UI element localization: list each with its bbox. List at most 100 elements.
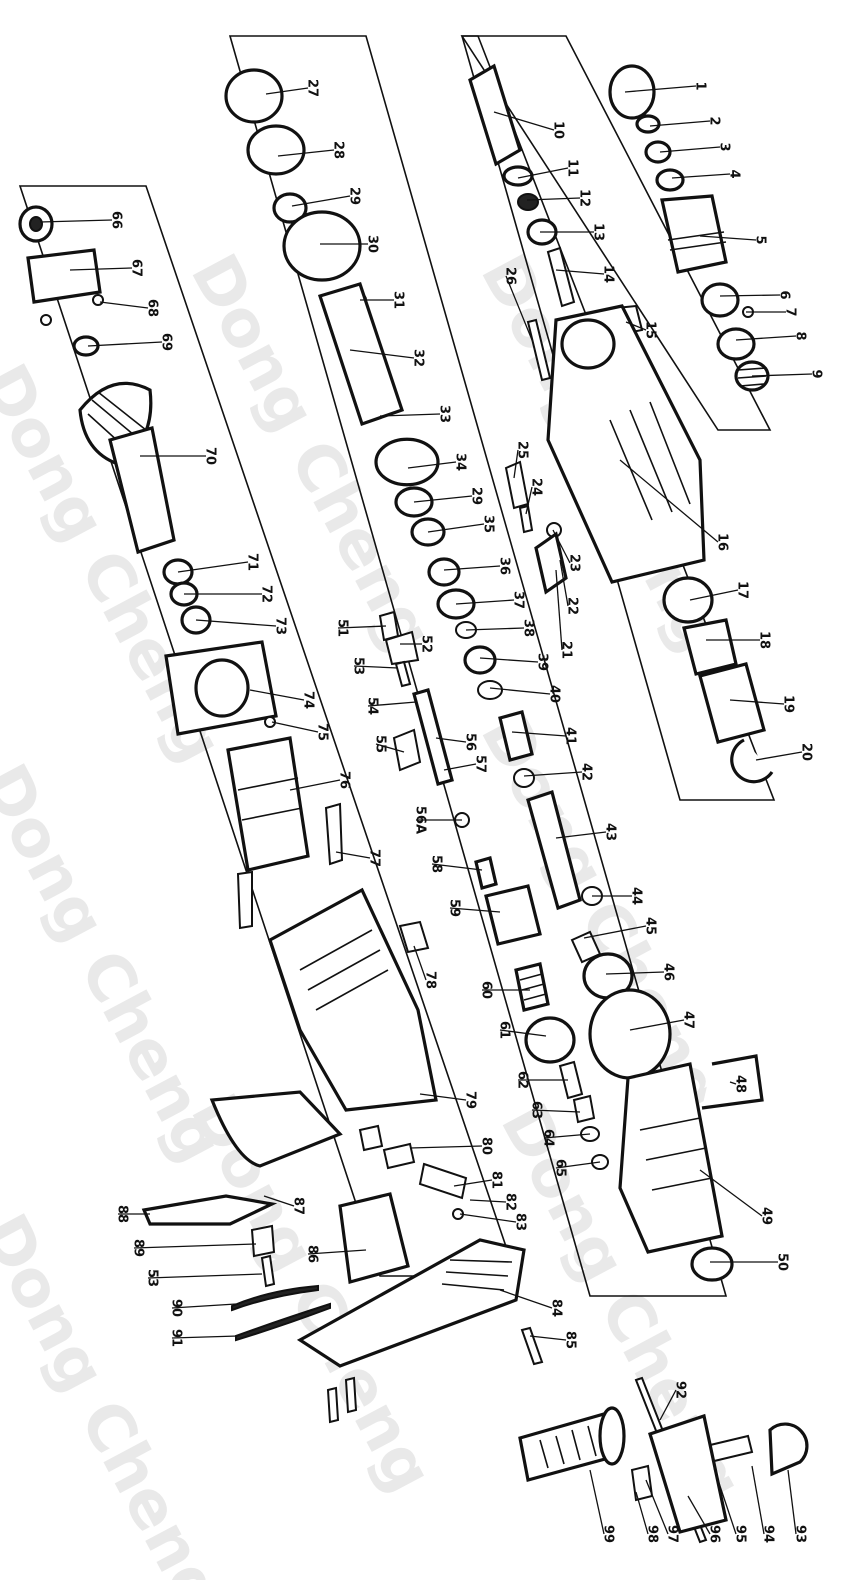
leader-line [353, 665, 399, 669]
part-number: 42 [579, 763, 594, 781]
callout-1: 1 [624, 81, 708, 93]
leader-line [517, 167, 569, 179]
part-number: 40 [547, 685, 562, 703]
leader-line [407, 461, 457, 469]
callout-87: 87 [263, 1195, 306, 1215]
leader-line [455, 599, 515, 605]
part-number: 8 [793, 331, 808, 340]
leader-line [99, 301, 149, 309]
part-number: 34 [453, 453, 468, 471]
leader-line [493, 111, 555, 131]
leader-line [459, 1213, 517, 1223]
part-switch [338, 1192, 410, 1285]
motor-parts [18, 205, 544, 1424]
callout-47: 47 [629, 1011, 696, 1031]
part-number: 89 [131, 1239, 146, 1257]
part-bracket [384, 630, 420, 666]
callout-44: 44 [592, 887, 644, 905]
part-ring [655, 168, 685, 192]
leader-line [337, 625, 387, 629]
callout-60: 60 [479, 981, 530, 999]
callout-51: 51 [335, 619, 387, 637]
part-handle-grip [209, 1090, 343, 1168]
leader-line [413, 495, 473, 503]
part-screw [344, 1376, 358, 1414]
part-number: 32 [411, 349, 426, 367]
callout-73: 73 [195, 617, 288, 635]
callout-37: 37 [455, 591, 526, 609]
part-shaft [412, 688, 454, 786]
callout-92: 92 [659, 1381, 688, 1421]
part-number: 19 [781, 695, 796, 713]
callout-43: 43 [555, 823, 618, 841]
part-number: 63 [529, 1101, 544, 1119]
leader-line [133, 1243, 257, 1249]
leader-line [659, 146, 721, 153]
leader-line [39, 219, 113, 223]
watermark: Dong Cheng [0, 1203, 237, 1580]
leader-line [289, 779, 341, 791]
callout-84: 84 [499, 1289, 564, 1317]
leader-line [511, 731, 567, 737]
part-sleeve-rib [667, 231, 727, 251]
part-number: 72 [259, 585, 274, 603]
callout-65: 65 [553, 1159, 601, 1177]
callout-25: 25 [513, 441, 530, 479]
aux-handle-parts [518, 1376, 809, 1544]
callout-99: 99 [589, 1469, 616, 1543]
leader-line [335, 851, 371, 859]
part-screw [260, 1254, 276, 1288]
part-spring [558, 1060, 584, 1100]
part-spring [518, 504, 534, 534]
leader-line [409, 1145, 483, 1149]
callout-78: 78 [413, 945, 438, 989]
part-number: 29 [469, 487, 484, 505]
part-number: 65 [553, 1159, 568, 1177]
callouts: 1234567891011121314151617181920212223242… [39, 79, 824, 1543]
part-clutch [572, 1094, 596, 1124]
part-number: 30 [365, 235, 380, 253]
callout-13: 13 [540, 223, 606, 241]
callout-36: 36 [443, 557, 512, 575]
part-number: 60 [479, 981, 494, 999]
callout-30: 30 [320, 235, 380, 253]
leader-line [499, 1029, 547, 1037]
callout-38: 38 [465, 619, 536, 637]
part-number: 10 [551, 121, 566, 139]
part-spring [246, 124, 306, 176]
callout-2: 2 [649, 116, 722, 127]
callout-33: 33 [379, 405, 452, 423]
callout-31: 31 [360, 291, 406, 309]
part-needle-bearing [682, 618, 738, 676]
leader-line [713, 1467, 737, 1535]
part-number: 35 [481, 515, 496, 533]
part-number: 64 [541, 1129, 556, 1147]
leader-line [729, 699, 785, 705]
callout-11: 11 [517, 159, 580, 179]
leader-line [755, 751, 803, 761]
part-number: 73 [273, 617, 288, 635]
callout-55: 55 [373, 735, 405, 753]
part-ring [700, 282, 740, 318]
part-cover-ribs [441, 1259, 513, 1291]
part-number: 13 [591, 223, 606, 241]
callout-27: 27 [265, 79, 320, 97]
part-number: 54 [365, 697, 380, 715]
leader-line [689, 589, 739, 601]
callout-6: 6 [719, 290, 792, 300]
part-armature [108, 425, 176, 555]
leader-line [751, 373, 813, 377]
part-number: 71 [245, 553, 260, 571]
leader-line [499, 1289, 553, 1309]
part-number: 81 [489, 1171, 504, 1189]
part-tool-holder [468, 63, 522, 167]
part-number: 4 [727, 169, 742, 178]
part-baffle-bore [194, 658, 250, 718]
callout-61: 61 [497, 1021, 547, 1039]
part-brush-holder [358, 1124, 384, 1152]
callout-67: 67 [69, 259, 144, 277]
part-tube [526, 789, 582, 911]
callout-63: 63 [529, 1101, 581, 1119]
callout-90: 90 [169, 1299, 237, 1317]
part-screw [394, 660, 412, 688]
